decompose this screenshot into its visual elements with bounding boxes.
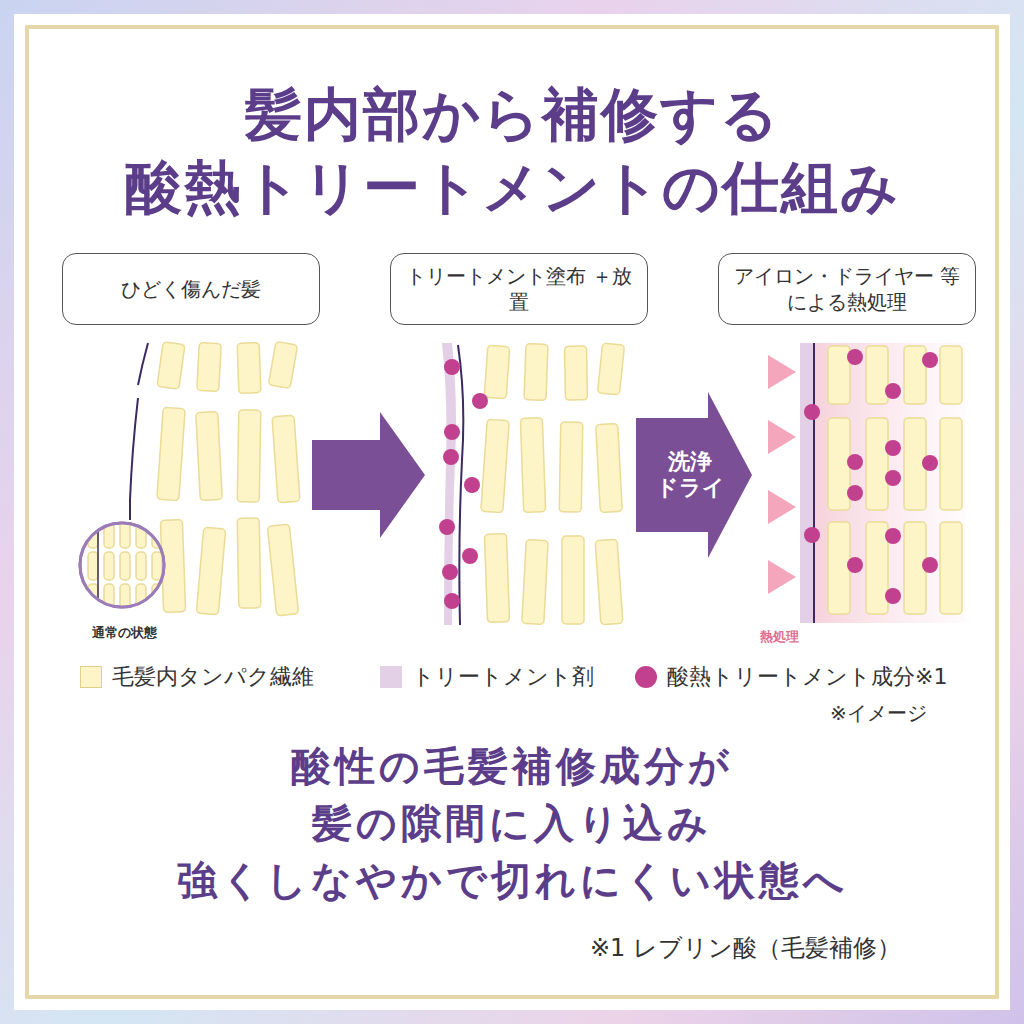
treated-hair (442, 343, 463, 625)
treatment-dot (847, 485, 863, 501)
treatment-dot (922, 455, 938, 471)
fiber (136, 552, 146, 580)
fiber (481, 419, 509, 512)
fiber (237, 518, 261, 608)
heated-hair (768, 343, 965, 623)
treatment-dot (464, 477, 480, 493)
treatment-dot (442, 564, 458, 580)
image-note: ※イメージ (830, 700, 927, 727)
heat-label: 熱処理 (760, 628, 799, 646)
inset-label: 通常の状態 (92, 624, 157, 642)
caption: 酸性の毛髪補修成分が 髪の隙間に入り込み 強くしなやかで切れにくい状態へ (152, 738, 872, 908)
fiber (940, 346, 962, 404)
legend-swatch (80, 666, 102, 688)
fiber (272, 415, 300, 502)
fiber (596, 423, 623, 512)
treatment-dot (922, 352, 938, 368)
stage-label-box: ひどく傷んだ髪 (62, 253, 320, 325)
treatment-dot (444, 593, 460, 609)
treatment-dot (847, 557, 863, 573)
fiber (237, 410, 261, 502)
fiber (562, 536, 584, 624)
fiber (197, 342, 221, 391)
legend-swatch (380, 666, 402, 688)
treatment-dot (885, 440, 901, 456)
arrow-label: 洗浄 ドライ (655, 449, 725, 502)
stage-label: ひどく傷んだ髪 (121, 276, 261, 302)
flow-arrow (312, 412, 425, 538)
fiber (866, 346, 888, 404)
fiber (237, 343, 261, 394)
treatment-dot (462, 548, 478, 564)
legend-item: トリートメント剤 (380, 662, 594, 692)
treatment-dots (439, 349, 938, 609)
fiber (88, 552, 98, 580)
fiber (828, 522, 850, 614)
damaged-hair (130, 343, 148, 520)
fiber (136, 520, 146, 548)
fiber (157, 407, 185, 500)
fiber (152, 552, 162, 580)
fiber (520, 418, 545, 513)
fiber (940, 522, 962, 614)
treatment-dot (804, 527, 820, 543)
treatment-dot (439, 519, 455, 535)
legend-text: 毛髪内タンパク繊維 (112, 662, 314, 692)
treatment-dot (472, 393, 488, 409)
fiber (559, 422, 583, 512)
fiber (104, 552, 114, 580)
footnote: ※1 レブリン酸（毛髪補修） (590, 932, 901, 964)
inset-cuticle (97, 520, 99, 610)
fiber (565, 346, 588, 400)
legend-item: 酸熱トリートメント成分※1 (635, 662, 947, 692)
treatment-dot (885, 528, 901, 544)
legend-text: 酸熱トリートメント成分※1 (667, 662, 947, 692)
fiber (268, 341, 297, 388)
fiber (522, 539, 548, 624)
fiber (157, 342, 185, 390)
fiber (866, 522, 888, 614)
fiber (828, 346, 850, 404)
treatment-dot (922, 557, 938, 573)
fiber (196, 527, 225, 615)
treatment-dot (443, 449, 459, 465)
treatment-dot (885, 383, 901, 399)
fiber (484, 534, 509, 623)
stage-label-box: アイロン・ドライヤー 等による熱処理 (718, 253, 976, 325)
fiber (120, 552, 130, 580)
stage-label: アイロン・ドライヤー 等による熱処理 (729, 263, 965, 315)
legend-swatch (635, 666, 657, 688)
inset-ring (80, 523, 164, 607)
treatment-dot (444, 359, 460, 375)
fiber (484, 345, 510, 398)
treatment-dot (847, 349, 863, 365)
treatment-dot (885, 470, 901, 486)
treatment-dot (847, 454, 863, 470)
legend-item: 毛髪内タンパク繊維 (80, 662, 314, 692)
stage-label: トリートメント塗布 ＋放置 (401, 263, 637, 315)
treatment-dot (804, 404, 820, 420)
fiber (524, 344, 548, 401)
fiber (267, 524, 298, 616)
fiber (136, 584, 146, 612)
flow-arrow (636, 392, 752, 558)
stage-label-box: トリートメント塗布 ＋放置 (390, 253, 648, 325)
treatment-dot (444, 424, 460, 440)
fiber (828, 418, 850, 510)
fiber (940, 418, 962, 510)
treatment-dot (885, 588, 901, 604)
fiber (597, 343, 624, 395)
title: 髪内部から補修する 酸熱トリートメントの仕組み (92, 78, 932, 224)
legend-text: トリートメント剤 (412, 662, 594, 692)
protein-fibers (157, 341, 962, 624)
fiber (196, 411, 223, 500)
fiber (595, 539, 623, 624)
fiber (866, 418, 888, 510)
fiber (104, 584, 114, 612)
fiber (904, 346, 926, 404)
